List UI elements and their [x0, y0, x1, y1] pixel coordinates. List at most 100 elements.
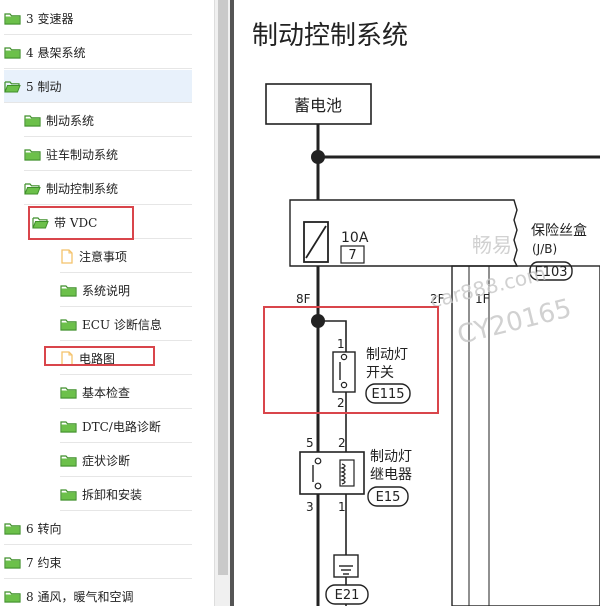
wiring-diagram: 制动控制系统 蓄电池 10A 7 保险丝盒 (J/B) E103 8F 2F 1… — [252, 21, 600, 606]
tree-item-label: ECU 诊断信息 — [82, 317, 162, 332]
relay-label-line2: 继电器 — [370, 467, 412, 483]
folder-icon — [60, 386, 80, 399]
tree-item-label: 基本检查 — [82, 385, 131, 400]
tree-item-precautions[interactable]: 注意事项 — [60, 240, 192, 273]
switch-pin-bottom: 2 — [337, 396, 345, 410]
folder-icon — [24, 114, 44, 127]
brake-switch-contact-bottom — [340, 381, 348, 389]
folder-icon — [60, 318, 80, 331]
tree-item-wiring-diagram[interactable]: 电路图 — [60, 342, 192, 375]
tree-item-label: 拆卸和安装 — [82, 487, 143, 502]
brake-switch-highlight — [263, 306, 439, 414]
battery-label: 蓄电池 — [294, 96, 342, 115]
tree-item-label: 制动系统 — [46, 113, 95, 128]
tree-item-hvac[interactable]: 8 通风，暖气和空调 — [4, 580, 192, 606]
tree-item-symptom-diagnosis[interactable]: 症状诊断 — [60, 444, 192, 477]
tree-item-label: 6 转向 — [26, 521, 62, 536]
folder-icon — [4, 46, 24, 59]
pane-divider[interactable] — [230, 0, 234, 606]
tree-scrollbar-thumb[interactable] — [218, 0, 228, 575]
folder-open-icon — [4, 80, 24, 93]
diagram-title: 制动控制系统 — [252, 21, 408, 51]
folder-icon — [4, 556, 24, 569]
tree-item-parking-brake[interactable]: 驻车制动系统 — [24, 138, 192, 171]
ground-connector: E21 — [335, 588, 360, 603]
bypass-wire — [318, 320, 347, 606]
tree-item-label: 5 制动 — [26, 79, 62, 94]
folder-open-icon — [24, 182, 44, 195]
terminal-block — [451, 265, 600, 606]
navigation-tree: 3 变速器 4 悬架系统 5 制动制动系统驻车制动系统制动控制系统带 VDC 注意事项… — [0, 0, 214, 606]
tree-item-label: 制动控制系统 — [46, 181, 119, 196]
folder-icon — [4, 12, 24, 25]
tree-item-brakes[interactable]: 5 制动 — [4, 70, 192, 103]
tree-item-suspension[interactable]: 4 悬架系统 — [4, 36, 192, 69]
tree-scrollbar[interactable] — [214, 0, 230, 606]
brake-switch-label-line2: 开关 — [366, 365, 394, 381]
tree-item-restraints[interactable]: 7 约束 — [4, 546, 192, 579]
vdc-highlight — [28, 206, 134, 240]
tree-item-label: 带 VDC — [54, 215, 98, 230]
relay-connector: E15 — [376, 490, 401, 505]
terminal-2f: 2F — [430, 292, 445, 306]
fuse-number: 7 — [348, 248, 356, 263]
tree-item-ecu-diagnosis[interactable]: ECU 诊断信息 — [60, 308, 192, 341]
fuse-box-label: 保险丝盒 — [531, 222, 587, 239]
folder-icon — [60, 454, 80, 467]
switch-connector: E115 — [371, 387, 404, 402]
tree-item-steering[interactable]: 6 转向 — [4, 512, 192, 545]
folder-icon — [60, 488, 80, 501]
terminal-8f: 8F — [296, 292, 311, 306]
ground-connector-badge — [325, 584, 369, 605]
tree-item-brake-control[interactable]: 制动控制系统 — [24, 172, 192, 205]
document-icon — [60, 350, 77, 366]
relay-connector-badge — [367, 486, 409, 507]
folder-icon — [60, 420, 80, 433]
relay-pin-1: 1 — [338, 500, 346, 514]
tree-item-label: 注意事项 — [79, 249, 128, 264]
relay-pin-2: 2 — [338, 436, 346, 450]
tree-item-label: 症状诊断 — [82, 453, 131, 468]
switch-pin-top: 1 — [337, 337, 345, 351]
tree-item-label: DTC/电路诊断 — [82, 419, 161, 434]
relay-label: 制动灯 — [370, 449, 412, 465]
brake-switch-symbol — [332, 351, 356, 393]
fuse-box-subtitle: (J/B) — [532, 242, 557, 256]
fuse-rating: 10A — [341, 230, 369, 246]
folder-icon — [4, 590, 24, 603]
switch-connector-badge — [365, 383, 411, 404]
wiring-diagram-highlight — [44, 346, 155, 366]
document-icon — [60, 248, 77, 264]
battery-box — [265, 83, 372, 125]
tree-item-label: 系统说明 — [82, 283, 131, 298]
tree-item-label: 8 通风，暖气和空调 — [26, 589, 134, 604]
tree-item-label: 7 约束 — [26, 555, 62, 570]
fuse-box-connector: E103 — [534, 265, 567, 280]
folder-icon — [60, 284, 80, 297]
relay-contact-bottom — [314, 482, 322, 490]
tree-item-label: 3 变速器 — [26, 11, 74, 26]
relay-contact-top — [314, 457, 322, 465]
folder-icon — [24, 148, 44, 161]
wiring-diagram-pane: 制动控制系统 蓄电池 10A 7 保险丝盒 (J/B) E103 8F 2F 1… — [234, 0, 600, 606]
brake-switch-label: 制动灯 — [366, 347, 408, 363]
tree-item-brake-system[interactable]: 制动系统 — [24, 104, 192, 137]
folder-open-icon — [32, 216, 52, 229]
watermark-line-1: 畅易 — [472, 233, 512, 257]
tree-item-label: 驻车制动系统 — [46, 147, 119, 162]
relay-pin-3: 3 — [306, 500, 314, 514]
tree-item-label: 电路图 — [79, 351, 116, 366]
tree-item-basic-inspection[interactable]: 基本检查 — [60, 376, 192, 409]
relay-pin-5: 5 — [306, 436, 314, 450]
relay-coil-winding — [340, 463, 346, 485]
tree-item-system-description[interactable]: 系统说明 — [60, 274, 192, 307]
tree-item-removal-installation[interactable]: 拆卸和安装 — [60, 478, 192, 511]
tree-item-dtc-diagnosis[interactable]: DTC/电路诊断 — [60, 410, 192, 443]
tree-item-transmission[interactable]: 3 变速器 — [4, 2, 192, 35]
fuse-number-box — [340, 245, 365, 264]
brake-switch-contact-top — [340, 353, 348, 361]
tree-item-label: 4 悬架系统 — [26, 45, 86, 60]
folder-icon — [4, 522, 24, 535]
terminal-1f: 1F — [475, 292, 490, 306]
fuse-symbol-stroke — [305, 225, 327, 259]
